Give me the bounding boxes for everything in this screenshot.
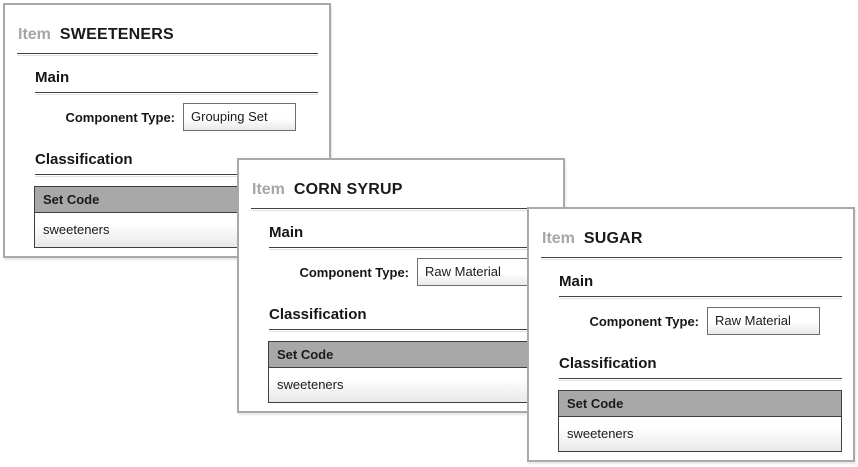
classification-divider (269, 329, 552, 330)
main-divider (269, 247, 552, 248)
card-title: Item CORN SYRUP (252, 181, 403, 199)
classification-divider (35, 174, 318, 175)
item-name: SUGAR (583, 230, 643, 247)
component-type-label: Component Type: (65, 110, 175, 125)
section-heading-classification: Classification (35, 151, 133, 168)
item-name: SWEETENERS (59, 26, 174, 43)
card-title: Item SUGAR (542, 230, 643, 248)
component-type-field[interactable]: Grouping Set (183, 103, 296, 131)
section-heading-main: Main (559, 273, 594, 290)
item-name: CORN SYRUP (293, 181, 403, 198)
item-label: Item (542, 230, 575, 247)
item-card-corn-syrup: Item CORN SYRUP Main Component Type: Raw … (237, 158, 565, 413)
section-heading-classification: Classification (559, 355, 657, 372)
item-card-sugar: Item SUGAR Main Component Type: Raw Mater… (527, 207, 855, 462)
section-heading-main: Main (35, 69, 70, 86)
title-divider (541, 257, 842, 258)
component-type-field[interactable]: Raw Material (707, 307, 820, 335)
set-code-table: Set Code sweeteners (268, 341, 552, 403)
title-divider (17, 53, 318, 54)
section-heading-main: Main (269, 224, 304, 241)
set-code-column-header: Set Code (269, 342, 551, 368)
title-divider (251, 208, 552, 209)
set-code-row[interactable]: sweeteners (559, 417, 841, 451)
main-divider (35, 92, 318, 93)
card-title: Item SWEETENERS (18, 26, 174, 44)
set-code-table: Set Code sweeteners (558, 390, 842, 452)
item-label: Item (18, 26, 51, 43)
main-divider (559, 296, 842, 297)
classification-divider (559, 378, 842, 379)
component-type-field[interactable]: Raw Material (417, 258, 530, 286)
set-code-column-header: Set Code (559, 391, 841, 417)
component-type-label: Component Type: (299, 265, 409, 280)
section-heading-classification: Classification (269, 306, 367, 323)
component-type-label: Component Type: (589, 314, 699, 329)
set-code-row[interactable]: sweeteners (269, 368, 551, 402)
item-label: Item (252, 181, 285, 198)
